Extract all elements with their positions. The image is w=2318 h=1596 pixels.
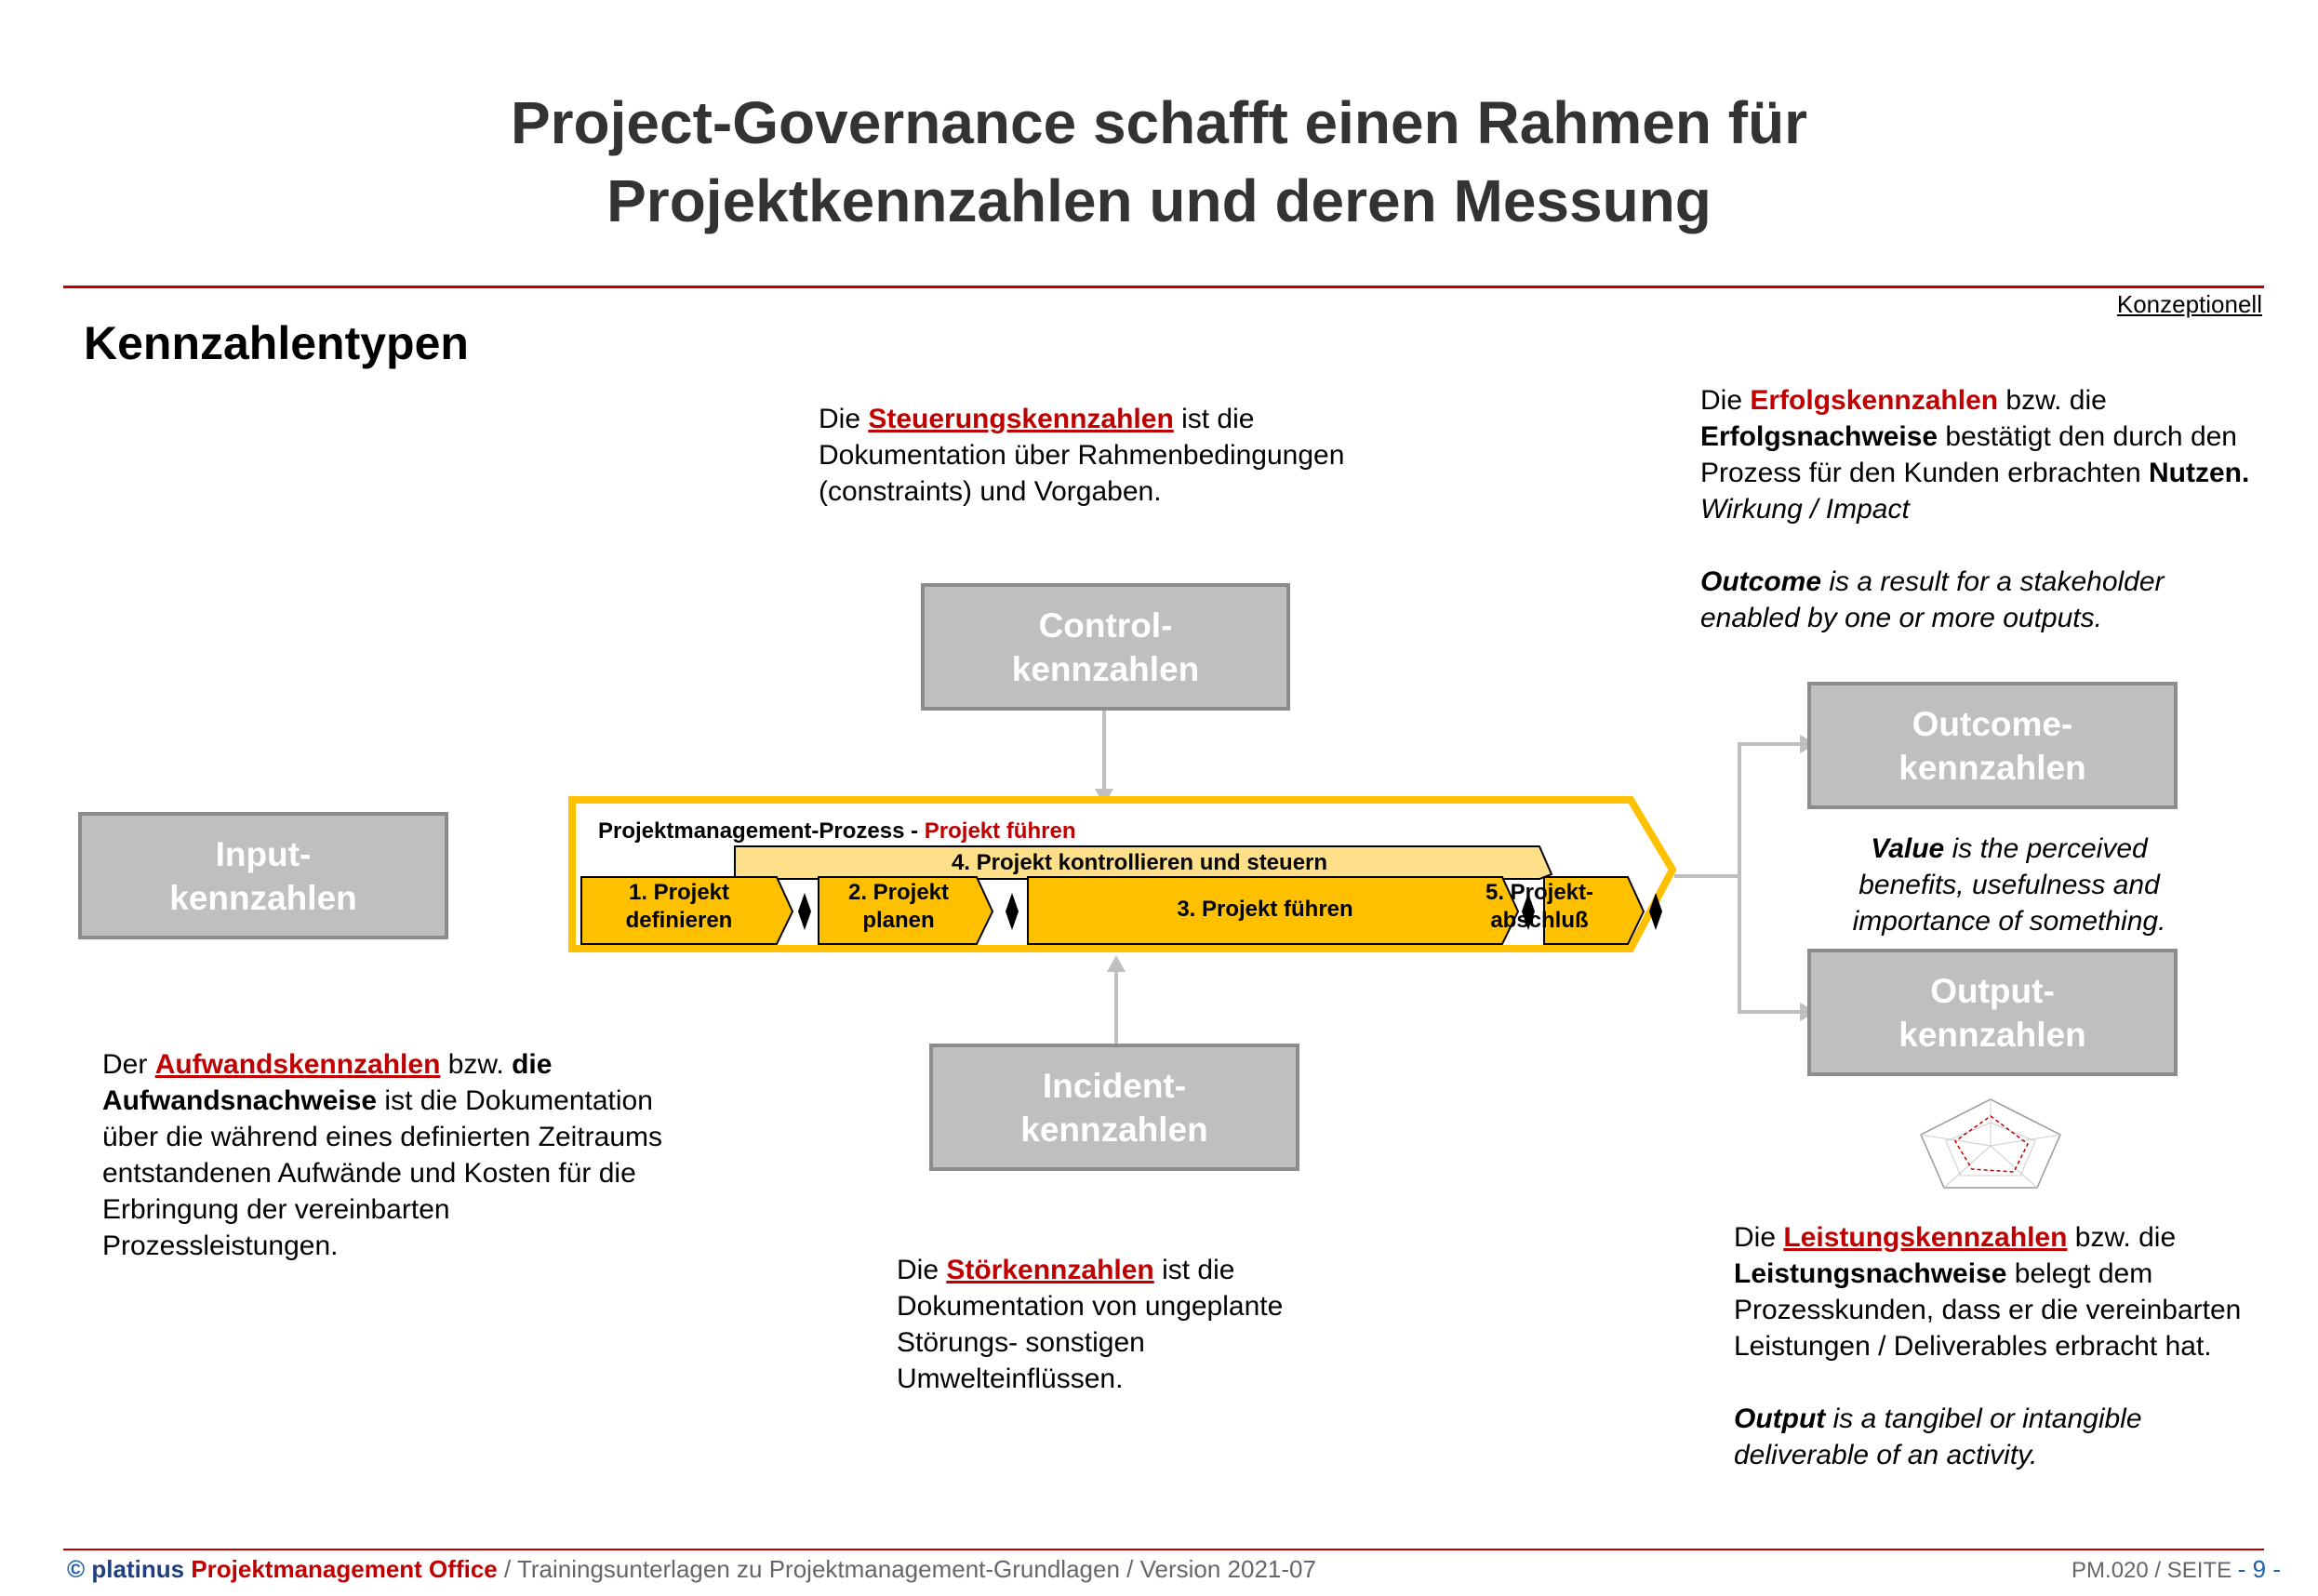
steuerung-text: Die Steuerungskennzahlen ist die Dokumen… [819,404,1345,507]
process-diagram [568,796,1677,952]
control-step-label: 4. Projekt kontrollieren und steuern [951,850,1328,875]
value-text: Value is the perceived benefits, usefuln… [1852,833,2166,937]
stoer-text: Die Störkennzahlen ist die Dokumentation… [897,1255,1284,1394]
process-label-red: Projekt führen [924,818,1076,844]
concept-tag: Konzeptionell [2116,290,2262,318]
leistung-text: Die Leistungskennzahlen bzw. die Leistun… [1734,1222,2242,1470]
header-divider [63,286,2264,288]
footer-divider [63,1549,2264,1550]
milestone-2 [1006,893,1019,930]
step-3-label: 3. Projekt führen [1177,897,1353,922]
step-3-shape [1027,876,1520,945]
footer-brand: platinus [91,1555,185,1583]
step-2-shape [818,876,994,945]
erfolg-term: Erfolgskennzahlen [1750,385,1999,416]
step-5-shape [1543,876,1645,945]
footer-office: Projektmanagement Office [191,1555,498,1583]
page-title: Project-Governance schafft einen Rahmen … [0,84,2318,240]
output-arrow [1738,876,1805,1014]
page-number: PM.020 / SEITE - 9 - [2072,1555,2281,1583]
copyright-icon: © [67,1555,86,1583]
title-line-2: Projektkennzahlen und deren Messung [606,167,1712,234]
aufwand-text: Der Aufwandskennzahlen bzw. die Aufwands… [102,1049,663,1261]
step-1-shape [580,876,794,945]
title-line-1: Project-Governance schafft einen Rahmen … [510,89,1808,156]
control-kennzahlen-box: Control-kennzahlen [921,583,1290,711]
input-kennzahlen-box: Input-kennzahlen [78,812,448,939]
process-label: Projektmanagement-Prozess - Projekt führ… [598,818,1076,844]
footer-text: © platinus Projektmanagement Office / Tr… [67,1555,1316,1584]
footer-rest: / Trainingsunterlagen zu Projektmanageme… [497,1555,1316,1583]
incident-kennzahlen-box: Incident-kennzahlen [929,1044,1299,1171]
steuerung-term: Steuerungskennzahlen [868,404,1174,434]
step-5-label: 5. Projekt-abschluß [1485,880,1594,933]
leistung-term: Leistungskennzahlen [1783,1222,2068,1253]
erfolg-text: Die Erfolgskennzahlen bzw. die Erfolgsna… [1700,385,2250,633]
milestone-4 [1649,893,1662,930]
output-kennzahlen-box: Output-kennzahlen [1807,949,2178,1076]
section-title: Kennzahlentypen [84,317,469,369]
radar-chart-thumbnail [1920,1098,2061,1189]
outcome-arrow [1674,742,1805,878]
stoer-term: Störkennzahlen [946,1255,1154,1285]
aufwand-term: Aufwandskennzahlen [154,1049,441,1080]
outcome-kennzahlen-box: Outcome-kennzahlen [1807,682,2178,809]
milestone-3 [1522,893,1535,930]
milestone-1 [798,893,811,930]
